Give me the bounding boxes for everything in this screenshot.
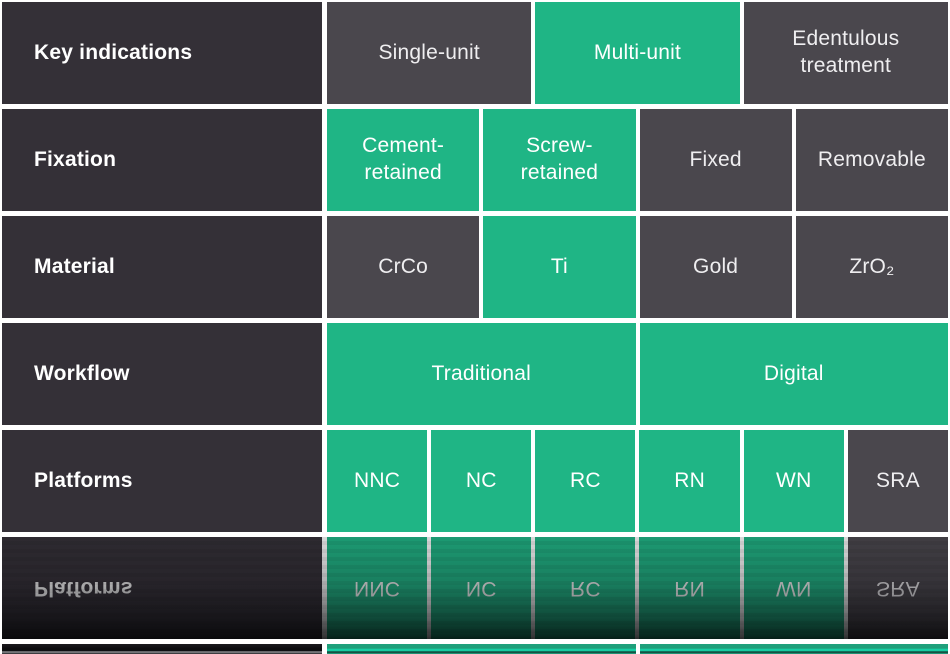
- option-nc[interactable]: NC: [431, 430, 532, 532]
- reflection-option-rc: RC: [535, 537, 636, 639]
- row-cells-fixation: Cement- retained Screw- retained Fixed R…: [327, 109, 948, 211]
- option-sra[interactable]: SRA: [847, 430, 948, 532]
- platforms-reflection-row: Platforms NNC NC RC RN WN SRA: [2, 537, 948, 639]
- reflection-option-sra: SRA: [847, 537, 948, 639]
- workflow-reflection-sliver-digital: [639, 644, 948, 654]
- row-fixation: Fixation Cement- retained Screw- retaine…: [2, 109, 948, 211]
- row-cells-platforms: NNC NC RC RN WN SRA: [327, 430, 948, 532]
- option-multi-unit[interactable]: Multi-unit: [535, 2, 740, 104]
- option-screw-retained[interactable]: Screw- retained: [483, 109, 636, 211]
- option-ti[interactable]: Ti: [483, 216, 636, 318]
- workflow-reflection-sliver-traditional: [327, 644, 636, 654]
- option-traditional[interactable]: Traditional: [327, 323, 636, 425]
- option-digital[interactable]: Digital: [639, 323, 948, 425]
- workflow-reflection-sliver-label: [2, 644, 322, 654]
- option-gold[interactable]: Gold: [639, 216, 792, 318]
- reflection-option-nc: NC: [431, 537, 532, 639]
- reflection-option-rn: RN: [639, 537, 740, 639]
- row-label-workflow: Workflow: [2, 323, 322, 425]
- option-rc[interactable]: RC: [535, 430, 636, 532]
- option-rn[interactable]: RN: [639, 430, 740, 532]
- row-cells-workflow: Traditional Digital: [327, 323, 948, 425]
- row-cells-key-indications: Single-unit Multi-unit Edentulous treatm…: [327, 2, 948, 104]
- platforms-reflection-flip: Platforms NNC NC RC RN WN SRA: [2, 537, 948, 639]
- option-crco[interactable]: CrCo: [327, 216, 480, 318]
- row-label-material: Material: [2, 216, 322, 318]
- row-material: Material CrCo Ti Gold ZrO₂: [2, 216, 948, 318]
- option-zro2[interactable]: ZrO₂: [795, 216, 948, 318]
- workflow-reflection-sliver: [2, 644, 948, 654]
- workflow-reflection-sliver-cells: [327, 644, 948, 654]
- reflection-option-wn: WN: [743, 537, 844, 639]
- option-cement-retained[interactable]: Cement- retained: [327, 109, 480, 211]
- option-single-unit[interactable]: Single-unit: [327, 2, 532, 104]
- platforms-reflection: Platforms NNC NC RC RN WN SRA: [2, 537, 948, 639]
- platforms-reflection-cells: NNC NC RC RN WN SRA: [327, 537, 948, 639]
- option-removable[interactable]: Removable: [795, 109, 948, 211]
- option-nnc[interactable]: NNC: [327, 430, 428, 532]
- row-label-key-indications: Key indications: [2, 2, 322, 104]
- row-key-indications: Key indications Single-unit Multi-unit E…: [2, 2, 948, 104]
- option-edentulous-treatment[interactable]: Edentulous treatment: [743, 2, 948, 104]
- platforms-reflection-label: Platforms: [2, 537, 322, 639]
- row-cells-material: CrCo Ti Gold ZrO₂: [327, 216, 948, 318]
- row-label-fixation: Fixation: [2, 109, 322, 211]
- option-wn[interactable]: WN: [743, 430, 844, 532]
- row-platforms: Platforms NNC NC RC RN WN SRA: [2, 430, 948, 532]
- row-workflow: Workflow Traditional Digital: [2, 323, 948, 425]
- reflection-option-nnc: NNC: [327, 537, 428, 639]
- row-label-platforms: Platforms: [2, 430, 322, 532]
- option-fixed[interactable]: Fixed: [639, 109, 792, 211]
